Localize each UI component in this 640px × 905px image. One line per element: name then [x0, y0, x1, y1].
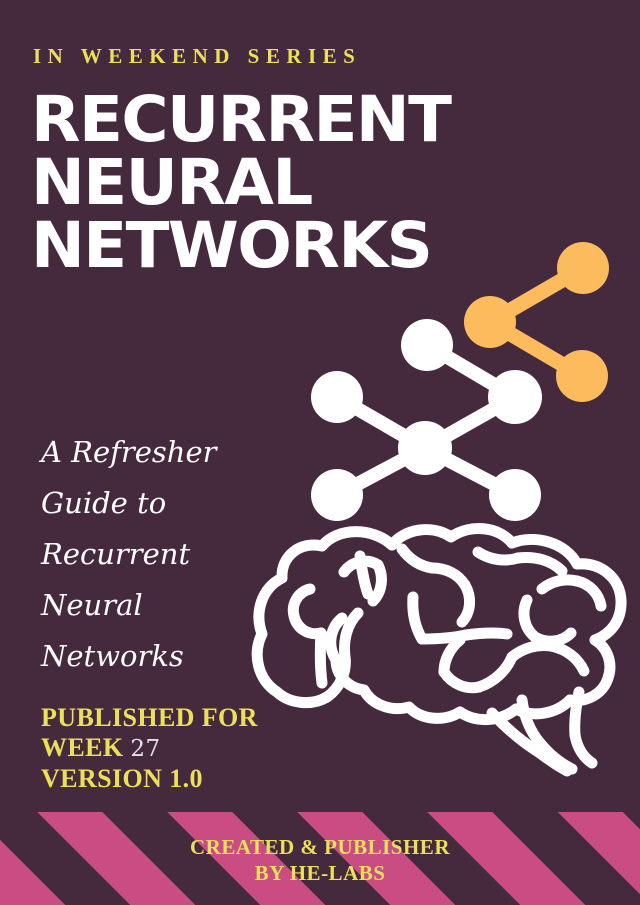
- week-number: 27: [130, 736, 161, 762]
- brain-outline-icon: [251, 523, 627, 777]
- version-label: VERSION: [41, 764, 163, 793]
- footer-line-1: CREATED & PUBLISHER: [190, 835, 450, 859]
- series-kicker: IN WEEKEND SERIES: [33, 44, 362, 68]
- subtitle-line-4: Neural: [41, 588, 143, 622]
- footer-banner: CREATED & PUBLISHER BY HE-LABS: [0, 812, 640, 905]
- subtitle-line-5: Networks: [41, 639, 184, 673]
- subtitle: A Refresher Guide to Recurrent Neural Ne…: [41, 427, 291, 682]
- title-line-1: RECURRENT: [31, 83, 452, 156]
- neural-network-nodes-icon: [311, 319, 542, 521]
- published-for-label: PUBLISHED FOR: [41, 703, 258, 732]
- version-line: VERSION 1.0: [41, 764, 258, 794]
- page-title: RECURRENT NEURAL NETWORKS: [31, 88, 511, 277]
- subtitle-line-3: Recurrent: [41, 537, 191, 571]
- title-line-3: NETWORKS: [31, 209, 433, 282]
- footer-credits: CREATED & PUBLISHER BY HE-LABS: [0, 834, 640, 886]
- subtitle-line-1: A Refresher: [41, 435, 217, 469]
- title-line-2: NEURAL: [31, 146, 313, 219]
- subtitle-line-2: Guide to: [41, 486, 167, 520]
- week-label: WEEK: [41, 733, 124, 762]
- publication-info: PUBLISHED FOR WEEK 27 VERSION 1.0: [41, 703, 258, 794]
- week-line: WEEK 27: [41, 733, 258, 764]
- footer-line-2: BY HE-LABS: [254, 861, 386, 885]
- version-number: 1.0: [169, 764, 203, 793]
